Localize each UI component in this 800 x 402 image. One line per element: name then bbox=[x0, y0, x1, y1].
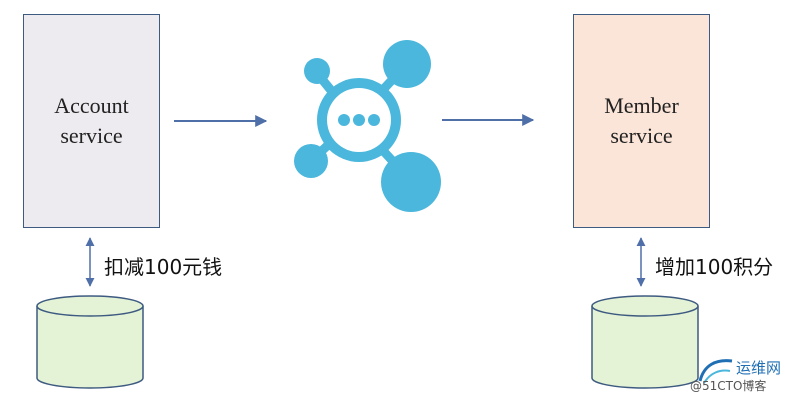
watermark-site-text: @51CTO博客 bbox=[690, 379, 767, 393]
watermark-logo-text: 运维网 bbox=[736, 359, 782, 377]
message-queue-hub-icon bbox=[294, 40, 441, 212]
database-cylinder-icon bbox=[36, 295, 144, 389]
member-service-box: Member service bbox=[573, 14, 710, 228]
database-cylinder-icon bbox=[591, 295, 699, 389]
add-operation-label: 增加100积分 bbox=[655, 255, 774, 279]
watermark-logo-icon bbox=[698, 359, 733, 384]
account-service-label-line2: service bbox=[60, 123, 123, 148]
account-service-box: Account service bbox=[23, 14, 160, 228]
deduct-operation-label: 扣减100元钱 bbox=[104, 255, 223, 279]
member-service-label-line1: Member bbox=[604, 93, 679, 118]
member-service-label-line2: service bbox=[610, 123, 673, 148]
account-service-label-line1: Account bbox=[54, 93, 129, 118]
watermark: 运维网 @51CTO博客 bbox=[690, 355, 795, 399]
